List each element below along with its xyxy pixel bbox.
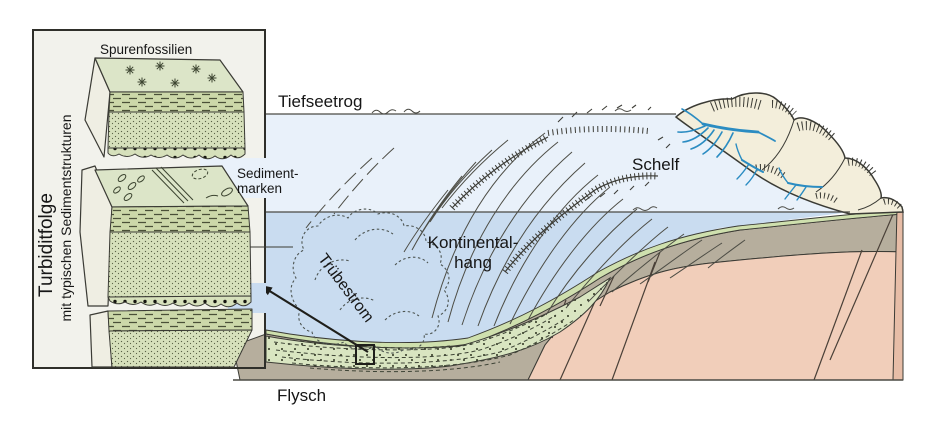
river-network [677,108,823,201]
label-sediment-marks-2: marken [237,181,282,196]
label-continental-slope-1: Kontinental- [428,233,519,252]
submarine-canyon-upper [449,125,649,211]
label-flysch: Flysch [277,386,326,405]
block-trace-fossils [84,57,246,160]
label-sediment-marks-1: Sediment- [237,166,299,181]
coast-mountains [674,92,904,215]
block-lower-unit [89,308,253,368]
submarine-canyon-lower [502,172,659,275]
cross-section-water [266,212,850,348]
water-lines [233,108,903,381]
wave-marks [371,108,795,211]
panel-title-rotated: Turbiditfolge [36,193,57,297]
label-continental-slope-2: hang [454,253,492,272]
label-trace-fossils: Spurenfossilien [100,42,192,57]
sediment-mark-glyphs [113,166,233,204]
flysch-basin [265,276,612,373]
shelf-edge-marks [557,104,671,201]
label-shelf: Schelf [632,155,680,174]
panel-subtitle-rotated: mit typischen Sedimentstrukturen [58,115,74,322]
panel-border [32,29,266,369]
label-deep-sea-trough: Tiefseetrog [278,92,362,111]
sea-surface [266,114,850,212]
block-sediment-marks [79,165,252,308]
sample-rectangle [355,344,375,365]
mountain-hachures [710,96,903,210]
